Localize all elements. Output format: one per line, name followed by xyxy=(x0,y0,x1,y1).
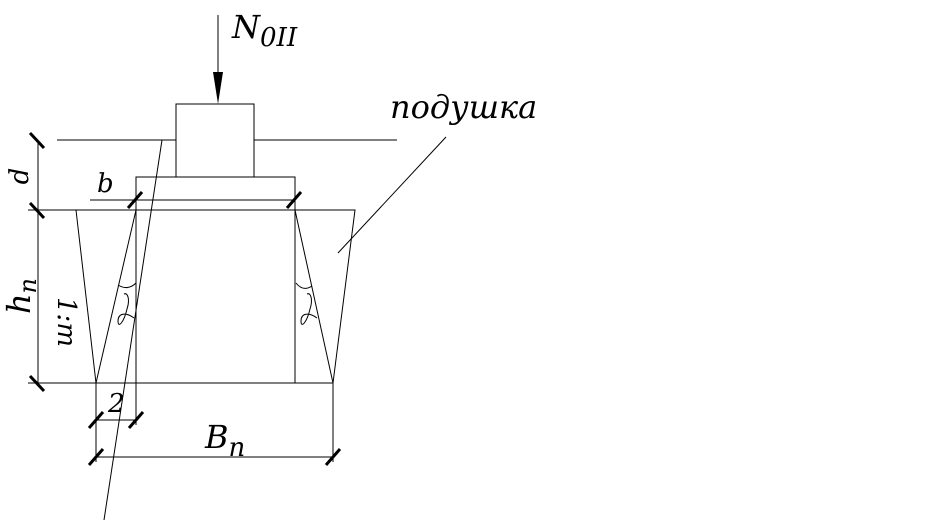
cushion-label: подушка xyxy=(390,88,537,126)
bn-label: Bn xyxy=(204,418,245,463)
load-label: N0II xyxy=(231,8,298,53)
footing xyxy=(135,176,296,384)
cushion-leader xyxy=(337,136,447,254)
cushion-outline xyxy=(75,209,356,384)
spread-line-left xyxy=(95,209,137,384)
h-label: hn xyxy=(0,278,42,314)
two-tick-left xyxy=(87,411,105,429)
d-tick-bottom xyxy=(28,201,46,220)
bn-tick-left xyxy=(87,448,105,466)
h-tick-bottom xyxy=(28,374,46,393)
two-label: 2 xyxy=(107,389,125,419)
bn-tick-right xyxy=(324,448,342,466)
d-tick-top xyxy=(28,131,46,150)
alpha-right xyxy=(300,293,318,325)
b-tick-right xyxy=(285,191,303,209)
two-tick-right xyxy=(127,411,145,429)
angle-arc-right xyxy=(295,282,313,289)
b-tick-left xyxy=(126,191,144,209)
column xyxy=(175,103,255,178)
spread-line-right xyxy=(294,209,334,384)
d-label: d xyxy=(5,168,35,185)
alpha-left xyxy=(117,293,135,325)
slope-label: 1:m xyxy=(51,297,81,347)
b-label: b xyxy=(97,169,114,199)
load-arrow xyxy=(213,15,223,104)
angle-arc-left xyxy=(117,282,137,289)
